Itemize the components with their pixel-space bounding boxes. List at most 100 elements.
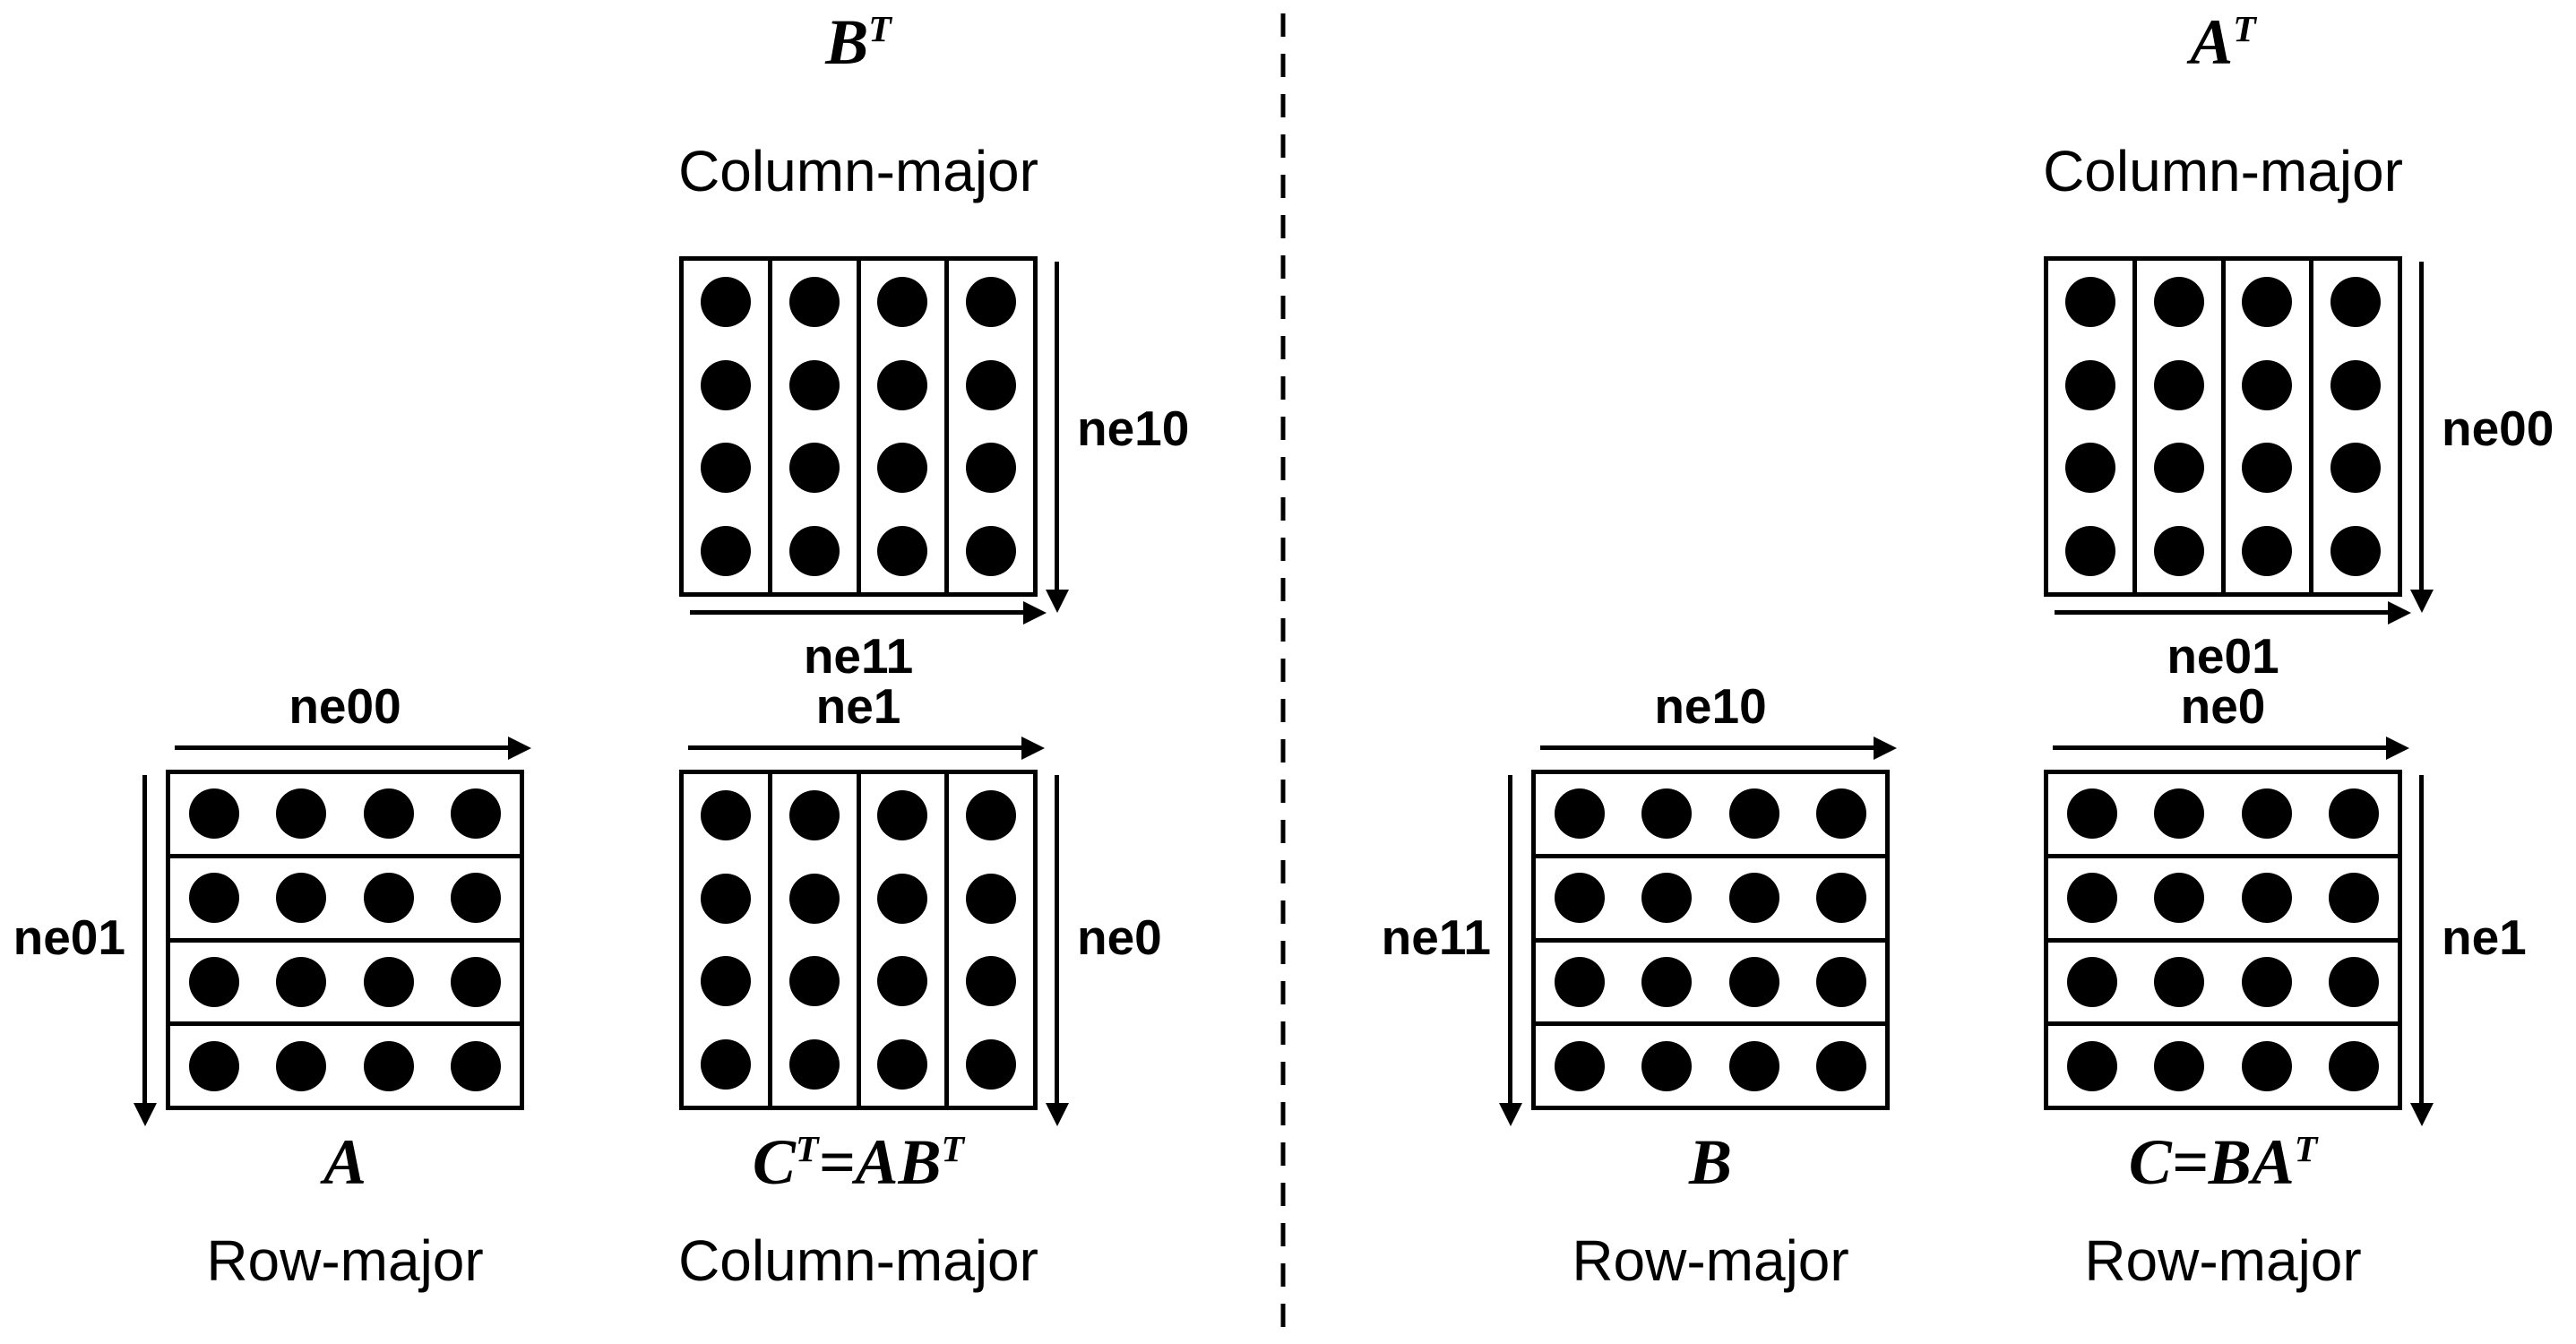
matrix-column-strip — [2048, 261, 2137, 592]
matrix-element-dot — [788, 525, 840, 576]
matrix-element-dot — [2241, 873, 2292, 924]
matrix-element-dot — [451, 1040, 502, 1091]
matrix-element-dot — [2154, 788, 2205, 840]
matrix-a-name: A — [323, 1126, 367, 1198]
matrix-element-dot — [1728, 873, 1779, 924]
matrix-element-dot — [2242, 277, 2293, 328]
matrix-element-dot — [877, 443, 928, 494]
matrix-element-dot — [877, 277, 928, 328]
matrix-row-strip — [2048, 943, 2398, 1027]
matrix-ct-grid — [679, 770, 1038, 1110]
matrix-c-grid — [2044, 770, 2402, 1110]
matrix-bt-layout-label: Column-major — [678, 139, 1038, 203]
matrix-column-strip — [2137, 261, 2226, 592]
matrix-row-strip — [1536, 1026, 1885, 1106]
matrix-row-strip — [170, 1026, 520, 1106]
matrix-element-dot — [2064, 443, 2115, 494]
matrix-element-dot — [1554, 956, 1605, 1007]
matrix-element-dot — [276, 873, 327, 924]
matrix-element-dot — [700, 790, 751, 841]
matrix-element-dot — [188, 956, 239, 1007]
matrix-element-dot — [877, 790, 928, 841]
matrix-at-grid — [2044, 256, 2402, 597]
matrix-element-dot — [363, 873, 414, 924]
matrix-element-dot — [1641, 956, 1693, 1007]
c-ne0-arrow-icon — [2053, 736, 2409, 761]
matrix-element-dot — [451, 956, 502, 1007]
matrix-bt-name: BT — [825, 6, 892, 78]
matrix-element-dot — [966, 525, 1017, 576]
matrix-c-layout-label: Row-major — [2084, 1228, 2362, 1293]
matrix-element-dot — [700, 525, 751, 576]
matrix-element-dot — [700, 956, 751, 1007]
matrix-ct-name: CT=ABT — [752, 1126, 965, 1198]
matrix-column-strip — [684, 774, 772, 1106]
at-ne01-arrow-icon — [2055, 600, 2411, 625]
c-ne1-label: ne1 — [2442, 909, 2527, 965]
matrix-element-dot — [2154, 956, 2205, 1007]
matrix-element-dot — [966, 359, 1017, 410]
matrix-element-dot — [2153, 359, 2204, 410]
matrix-element-dot — [2241, 788, 2292, 840]
matrix-column-strip — [2226, 261, 2314, 592]
matrix-row-strip — [2048, 774, 2398, 858]
matrix-element-dot — [966, 277, 1017, 328]
matrix-element-dot — [2154, 873, 2205, 924]
matrix-element-dot — [2066, 956, 2117, 1007]
matrix-element-dot — [1554, 788, 1605, 840]
matrix-column-strip — [861, 774, 950, 1106]
matrix-element-dot — [2153, 443, 2204, 494]
b-ne10-arrow-icon — [1540, 736, 1897, 761]
matrix-element-dot — [2153, 525, 2204, 576]
matrix-element-dot — [2064, 525, 2115, 576]
matrix-element-dot — [1554, 1040, 1605, 1091]
matrix-element-dot — [788, 359, 840, 410]
matrix-column-strip — [684, 261, 772, 592]
matrix-element-dot — [966, 1038, 1017, 1090]
matrix-element-dot — [788, 790, 840, 841]
matrix-column-strip — [772, 261, 861, 592]
matrix-element-dot — [2153, 277, 2204, 328]
matrix-ct-layout-label: Column-major — [678, 1228, 1038, 1293]
a-ne01-label: ne01 — [13, 909, 125, 965]
ct-ne0-label: ne0 — [1077, 909, 1162, 965]
matrix-column-strip — [949, 774, 1033, 1106]
matrix-column-strip — [2313, 261, 2398, 592]
matrix-b-layout-label: Row-major — [1572, 1228, 1849, 1293]
matrix-column-strip — [772, 774, 861, 1106]
matrix-element-dot — [966, 956, 1017, 1007]
matrix-at-layout-label: Column-major — [2043, 139, 2403, 203]
matrix-column-strip — [861, 261, 950, 592]
matrix-element-dot — [1816, 956, 1867, 1007]
matrix-element-dot — [451, 788, 502, 840]
matrix-element-dot — [966, 873, 1017, 924]
matrix-column-strip — [949, 261, 1033, 592]
matrix-element-dot — [1641, 873, 1693, 924]
bt-ne11-arrow-icon — [690, 600, 1047, 625]
matrix-element-dot — [1816, 873, 1867, 924]
matrix-element-dot — [700, 873, 751, 924]
matrix-element-dot — [276, 956, 327, 1007]
matrix-element-dot — [966, 790, 1017, 841]
matrix-element-dot — [188, 788, 239, 840]
matrix-element-dot — [2241, 1040, 2292, 1091]
matrix-element-dot — [1728, 1040, 1779, 1091]
ct-ne1-label: ne1 — [815, 678, 901, 734]
matrix-element-dot — [1816, 788, 1867, 840]
matrix-element-dot — [2330, 277, 2382, 328]
matrix-row-strip — [170, 858, 520, 943]
c-ne1-arrow-icon — [2409, 775, 2434, 1126]
matrix-bt-grid — [679, 256, 1038, 597]
at-ne00-arrow-icon — [2409, 262, 2434, 613]
at-ne01-label: ne01 — [2167, 628, 2279, 684]
matrix-row-strip — [170, 943, 520, 1027]
at-ne00-label: ne00 — [2442, 401, 2554, 456]
matrix-element-dot — [1554, 873, 1605, 924]
matrix-element-dot — [363, 956, 414, 1007]
matrix-element-dot — [451, 873, 502, 924]
matrix-element-dot — [2064, 277, 2115, 328]
matrix-element-dot — [2242, 525, 2293, 576]
matrix-element-dot — [877, 873, 928, 924]
matrix-element-dot — [700, 443, 751, 494]
